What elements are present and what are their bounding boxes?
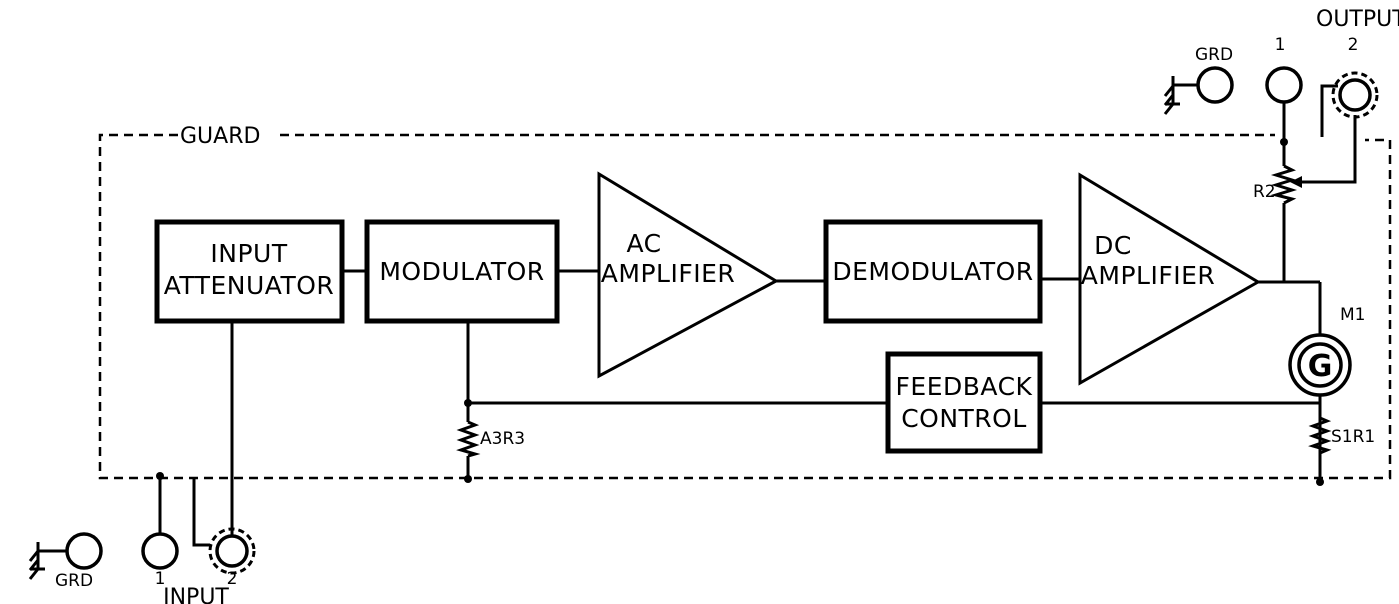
svg-text:1: 1	[1275, 35, 1286, 55]
svg-text:INPUT: INPUT	[163, 585, 229, 604]
input-terminal-2-shield	[208, 527, 256, 575]
junction-dot	[464, 399, 472, 407]
svg-text:DEMODULATOR: DEMODULATOR	[832, 257, 1033, 286]
svg-text:1: 1	[155, 569, 166, 589]
junction-dot	[1316, 478, 1324, 486]
output-grd-terminal	[1196, 66, 1234, 104]
junction-dot	[464, 475, 472, 483]
demodulator-block: DEMODULATOR	[823, 219, 1043, 324]
svg-text:G: G	[1308, 349, 1333, 384]
svg-text:OUTPUT: OUTPUT	[1316, 7, 1399, 32]
svg-text:AMPLIFIER: AMPLIFIER	[601, 259, 735, 288]
feedback-control-block: FEEDBACK CONTROL	[885, 351, 1043, 454]
svg-text:GRD: GRD	[1195, 45, 1233, 65]
meter-m1: G M1	[1288, 305, 1365, 397]
input-grd-terminal	[65, 532, 103, 570]
ac-amplifier-block: AC AMPLIFIER	[597, 171, 780, 379]
resistor-s1r1: S1R1	[1308, 403, 1375, 455]
svg-text:ATTENUATOR: ATTENUATOR	[164, 271, 335, 300]
junction-dot	[156, 472, 164, 480]
svg-text:FEEDBACK: FEEDBACK	[896, 372, 1033, 401]
svg-text:R2: R2	[1253, 182, 1276, 202]
resistor-r2: R2	[1253, 164, 1302, 205]
svg-text:2: 2	[227, 569, 238, 589]
junction-dot	[1280, 138, 1288, 146]
input-attenuator-block: INPUT ATTENUATOR	[154, 219, 345, 324]
svg-text:2: 2	[1348, 35, 1359, 55]
input-terminals: GRD 1 2 INPUT	[28, 527, 256, 604]
svg-text:MODULATOR: MODULATOR	[379, 257, 544, 286]
resistor-a3r3: A3R3	[456, 420, 525, 458]
output-terminal-2-shield	[1331, 71, 1379, 119]
input-ground-icon	[28, 542, 67, 580]
output-terminal-1	[1265, 66, 1303, 104]
guard-label: GUARD	[180, 124, 260, 149]
input-terminal-1	[141, 532, 179, 570]
svg-text:CONTROL: CONTROL	[901, 404, 1027, 433]
modulator-block: MODULATOR	[364, 219, 560, 324]
output-ground-icon	[1163, 76, 1198, 115]
svg-text:A3R3: A3R3	[480, 429, 525, 449]
svg-text:GRD: GRD	[55, 571, 93, 591]
svg-text:S1R1: S1R1	[1331, 427, 1375, 447]
svg-text:DC: DC	[1094, 231, 1132, 260]
svg-text:AMPLIFIER: AMPLIFIER	[1081, 261, 1215, 290]
dc-amplifier-block: DC AMPLIFIER	[1078, 172, 1261, 386]
svg-text:INPUT: INPUT	[210, 239, 287, 268]
guard-enclosure	[98, 133, 1392, 480]
svg-text:M1: M1	[1340, 305, 1365, 325]
input-terminal-2	[215, 534, 249, 568]
output-terminal-2	[1338, 78, 1372, 112]
output-terminals: OUTPUT 1 2 GRD	[1163, 7, 1399, 119]
svg-text:AC: AC	[626, 229, 661, 258]
